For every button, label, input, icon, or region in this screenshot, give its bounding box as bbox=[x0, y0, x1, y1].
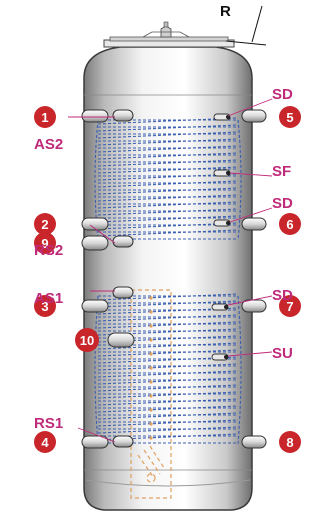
label-sd-middle: SD bbox=[272, 195, 293, 212]
port-markers-left: 1 2 9 3 10 4 bbox=[34, 106, 99, 453]
port-marker-10: 10 bbox=[75, 328, 99, 352]
heating-element bbox=[130, 289, 172, 499]
left-labels: AS2 RS2 AS1 RS1 bbox=[34, 136, 63, 432]
port-number-9: 9 bbox=[41, 236, 48, 251]
left-pipes bbox=[81, 109, 135, 449]
stub-rs2 bbox=[112, 235, 134, 248]
port-marker-3: 3 bbox=[34, 295, 56, 317]
label-sd-lower: SD bbox=[272, 287, 293, 304]
pipe-port-6 bbox=[241, 217, 267, 231]
port-number-5: 5 bbox=[286, 110, 293, 125]
tank-top-flange bbox=[103, 21, 235, 48]
port-number-3: 3 bbox=[41, 299, 48, 314]
port-number-6: 6 bbox=[286, 217, 293, 232]
label-as1: AS1 bbox=[34, 290, 63, 307]
port-number-7: 7 bbox=[286, 299, 293, 314]
r-pointer: R bbox=[220, 3, 267, 46]
sensor-sleeves bbox=[211, 113, 231, 361]
label-rs2: RS2 bbox=[34, 242, 63, 259]
port-number-2: 2 bbox=[41, 217, 48, 232]
coil-stubs bbox=[112, 109, 134, 448]
port-number-4: 4 bbox=[41, 435, 49, 450]
stub-as2 bbox=[112, 109, 134, 122]
label-as2: AS2 bbox=[34, 136, 63, 153]
label-sd-top: SD bbox=[272, 86, 293, 103]
port-marker-5: 5 bbox=[279, 106, 301, 128]
heating-element-dots bbox=[149, 296, 153, 440]
lower-coil bbox=[94, 293, 242, 445]
label-rs1: RS1 bbox=[34, 415, 63, 432]
port-number-1: 1 bbox=[41, 110, 48, 125]
port-number-8: 8 bbox=[286, 435, 293, 450]
port-marker-4: 4 bbox=[34, 431, 56, 453]
port-marker-2: 2 bbox=[34, 213, 56, 235]
port-marker-8: 8 bbox=[279, 431, 301, 453]
pipe-port-8 bbox=[241, 435, 267, 449]
port-number-10: 10 bbox=[80, 333, 94, 348]
port-marker-1: 1 bbox=[34, 106, 56, 128]
pipe-port-3 bbox=[81, 299, 109, 313]
stub-as1 bbox=[112, 286, 134, 299]
port-markers-right: 5 6 7 8 bbox=[279, 106, 301, 453]
label-su: SU bbox=[272, 345, 293, 362]
port-marker-9: 9 bbox=[34, 232, 56, 254]
right-labels: SD SF SD SD SU bbox=[272, 86, 293, 362]
port-marker-7: 7 bbox=[279, 295, 301, 317]
label-sf: SF bbox=[272, 163, 291, 180]
pipe-port-1 bbox=[81, 109, 109, 123]
pipe-port-5 bbox=[241, 109, 267, 123]
pipe-port-2 bbox=[81, 217, 109, 231]
pipe-port-4 bbox=[81, 435, 109, 449]
port-marker-6: 6 bbox=[279, 213, 301, 235]
top-label-r: R bbox=[220, 3, 231, 20]
leader-lines bbox=[68, 98, 273, 443]
pipe-port-9 bbox=[81, 235, 109, 251]
stub-rs1 bbox=[112, 435, 134, 448]
pipe-port-10 bbox=[107, 332, 135, 348]
right-pipes bbox=[241, 109, 267, 449]
